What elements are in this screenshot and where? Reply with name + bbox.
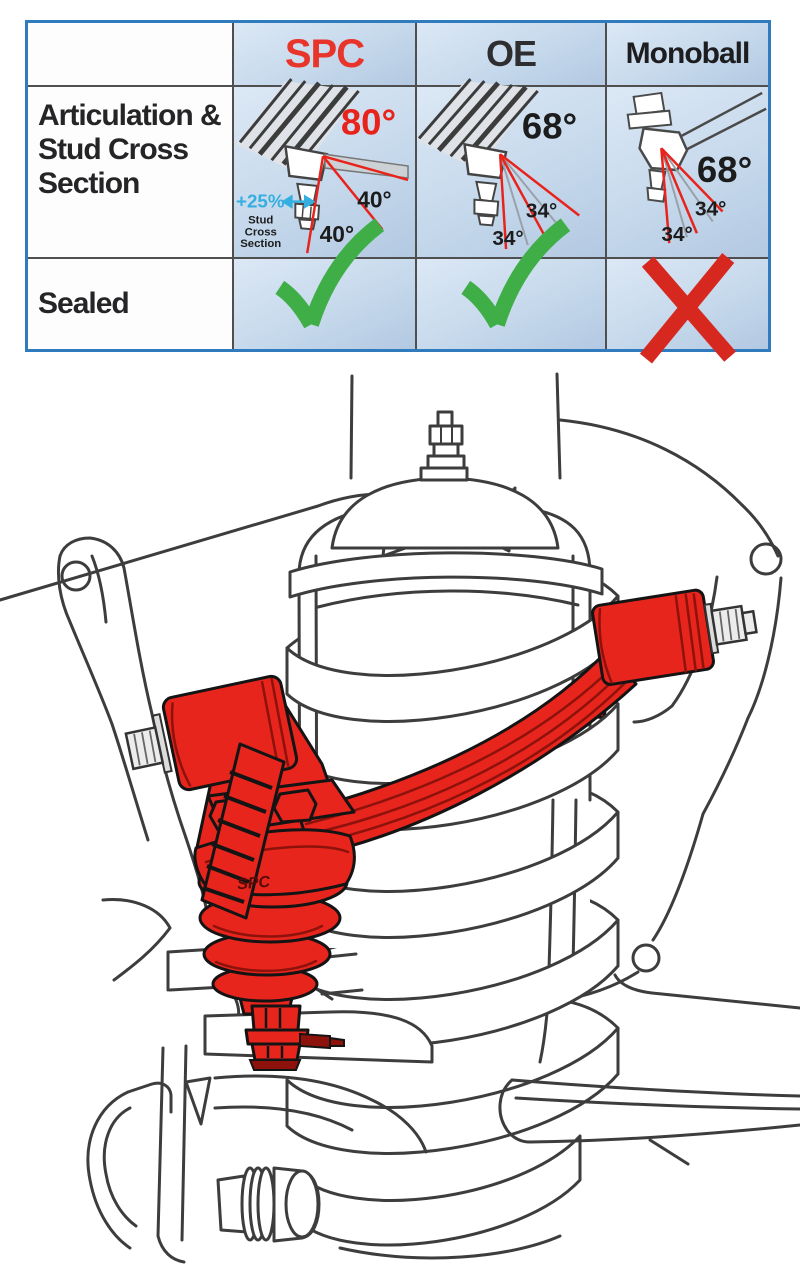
oe-articulation-fan: [498, 153, 580, 250]
upper-control-arm: SPC: [124, 588, 758, 1071]
sealed-spc-cell: [234, 218, 417, 349]
monoball-articulation-fan: [660, 147, 724, 244]
monoball-upper-angle: 34°: [695, 197, 726, 220]
uca-right-bushing: [591, 588, 758, 686]
monoball-total-angle: 68°: [697, 149, 752, 190]
housing-bolt-hex-2: [272, 788, 318, 824]
oe-total-angle: 68°: [522, 105, 577, 146]
header-blank-cell: [28, 23, 234, 87]
frame-hole-right-bottom: [631, 943, 661, 973]
oe-articulation-diagram: 68° 34° 34°: [417, 78, 605, 257]
articulation-monoball-cell: 68° 34° 34°: [607, 87, 768, 259]
header-spc: SPC: [234, 23, 417, 87]
monoball-arm-outline: [672, 91, 767, 154]
articulation-row-label: Articulation & Stud Cross Section: [38, 99, 222, 200]
check-icon: [461, 218, 571, 329]
lower-arm-bushing: [216, 1166, 321, 1243]
monoball-articulation-diagram: 68° 34° 34°: [607, 87, 768, 257]
brand-stamp: SPC: [236, 874, 271, 894]
spc-stud-caption-3: Section: [240, 238, 281, 250]
comparison-table: SPC OE Monoball Articulation & Stud Cros…: [25, 20, 771, 364]
double-arrow-icon: [281, 194, 316, 209]
sealed-row-label: Sealed: [38, 287, 130, 321]
spc-arm-swung: [324, 153, 409, 179]
uca-main-beam: [296, 648, 638, 858]
frame-hole-right-top: [749, 542, 783, 576]
monoball-stud-drawing: [646, 168, 667, 203]
lower-spring-seat: [338, 1234, 562, 1260]
monoball-stud-positions: [660, 147, 714, 238]
articulation-oe-cell: 68° 34° 34°: [417, 78, 607, 259]
header-monoball: Monoball: [607, 23, 768, 87]
cam-bolt-icon: [299, 1032, 331, 1050]
cross-icon: [639, 253, 736, 364]
spc-articulation-diagram: 80° 40° 40° +25% Stud Cross Section: [234, 78, 415, 257]
header-oe: OE: [417, 23, 607, 87]
monoball-top-hat: [626, 91, 673, 130]
oe-stud-drawing: [473, 180, 500, 227]
spc-stud-caption-1: Stud: [248, 214, 273, 226]
oe-lower-angle: 34°: [492, 227, 523, 250]
tie-rod: [498, 1078, 800, 1166]
spc-upper-angle: 40°: [357, 187, 391, 213]
oe-stud-positions: [499, 153, 563, 246]
spc-articulation-fan: [305, 154, 409, 254]
upper-spring-seat: [288, 551, 604, 599]
clamp-serrations: [202, 770, 273, 904]
oe-upper-angle: 34°: [526, 199, 557, 222]
spc-stud-gain: +25%: [236, 191, 285, 212]
mount-dome: [330, 476, 560, 550]
sealed-monoball-cell: [607, 253, 768, 364]
frame-hole-left: [60, 560, 92, 592]
monoball-lower-angle: 34°: [661, 223, 692, 246]
sealed-label-cell: Sealed: [28, 259, 234, 349]
check-icon: [274, 218, 384, 329]
monoball-articulation-svg: 68° 34° 34°: [626, 91, 767, 246]
sealed-oe-cell: [417, 218, 607, 349]
articulation-spc-cell: 80° 40° 40° +25% Stud Cross Section: [234, 78, 417, 259]
spc-articulation-svg: 80° 40° 40° +25% Stud Cross Section: [236, 78, 409, 254]
suspension-illustration: SPC: [0, 372, 800, 1264]
oe-joint-housing: [463, 142, 508, 180]
top-stud-and-nut: [419, 410, 469, 482]
spindle: [156, 1044, 188, 1264]
spc-total-angle: 80°: [341, 101, 396, 142]
cam-adjuster: [244, 1004, 345, 1071]
spc-joint-housing: [284, 144, 329, 182]
spc-stud-caption-2: Cross: [245, 226, 277, 238]
right-washer: [703, 602, 720, 655]
oe-articulation-svg: 68° 34° 34°: [417, 78, 580, 250]
articulation-label-cell: Articulation & Stud Cross Section: [28, 87, 234, 259]
strut-top-mount: [288, 372, 604, 609]
ball-joint-housing: SPC: [193, 742, 356, 920]
